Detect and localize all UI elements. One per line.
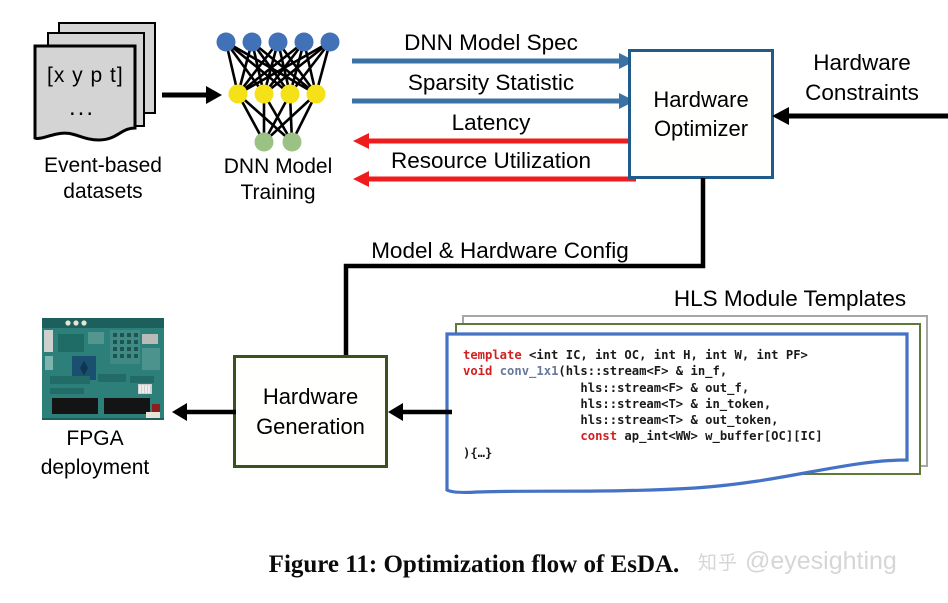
edge-label-hardware-constraints-line2: Constraints <box>805 80 919 105</box>
hls-code-line: hls::stream<F> & out_f, <box>463 380 750 395</box>
watermark: 知乎 @eyesighting <box>698 547 897 576</box>
fpga-board-image <box>42 318 164 420</box>
hls-code-line: ){…} <box>463 445 493 460</box>
hls-code-line: void conv_1x1(hls::stream<F> & in_f, <box>463 364 728 379</box>
hls-code-line: hls::stream<T> & in_token, <box>463 396 772 411</box>
arrow-generation-to-fpga <box>172 403 236 421</box>
arrow-hardware-constraints <box>772 107 948 125</box>
dataset-sheet-shape <box>33 44 137 142</box>
arrow-dataset-to-dnn <box>162 86 222 104</box>
dataset-label-line1: Event-based <box>44 154 162 177</box>
dnn-label-line2: Training <box>240 181 316 204</box>
dataset-sample-text: [x y p t] <box>47 64 124 87</box>
edge-label-sparsity-statistic: Sparsity Statistic <box>407 70 575 95</box>
generation-label-line2: Generation <box>256 413 365 439</box>
event-dataset-group: [x y p t] ... Event-based datasets <box>28 22 178 207</box>
hls-code-line: const ap_int<WW> w_buffer[OC][IC] <box>580 429 823 444</box>
edge-label-resource-utilization: Resource Utilization <box>390 148 592 173</box>
hls-code-line: template <int IC, int OC, int H, int W, … <box>463 348 808 362</box>
edge-label-latency: Latency <box>451 110 531 135</box>
arrow-resource-utilization <box>353 171 636 187</box>
hls-card-front-shape <box>445 332 909 494</box>
edge-label-hardware-constraints-line1: Hardware <box>813 50 911 75</box>
dnn-model-group: DNN Model Training <box>202 26 354 211</box>
generation-label-line1: Hardware <box>262 384 359 410</box>
hls-template-card-front[interactable]: template <int IC, int OC, int H, int W, … <box>445 332 915 497</box>
fpga-label-line2: deployment <box>40 456 150 479</box>
fpga-label-line1: FPGA <box>66 427 124 450</box>
hardware-generation-box[interactable]: Hardware Generation <box>233 355 388 468</box>
edge-label-dnn-model-spec: DNN Model Spec <box>404 30 578 55</box>
arrow-sparsity-statistic <box>352 93 635 109</box>
dataset-label-line2: datasets <box>63 180 143 203</box>
hls-templates-title: HLS Module Templates <box>673 286 907 311</box>
dnn-hidden-nodes <box>228 84 326 104</box>
fpga-group: FPGA deployment <box>30 318 180 498</box>
arrow-dnn-model-spec <box>352 53 635 69</box>
optimizer-label-line1: Hardware <box>653 86 749 112</box>
dnn-network-graphic <box>216 32 340 152</box>
watermark-zhihu-text: 知乎 <box>698 553 739 574</box>
dnn-output-nodes <box>254 132 302 152</box>
hls-code-line: hls::stream<T> & out_token, <box>463 413 779 428</box>
dnn-label-line1: DNN Model <box>223 155 333 178</box>
arrow-templates-to-generation <box>388 403 452 421</box>
dnn-input-nodes <box>216 32 340 52</box>
figure-caption: Figure 11: Optimization flow of EsDA. <box>268 551 680 578</box>
watermark-handle-text: @eyesighting <box>744 547 897 575</box>
dataset-sheet-front: [x y p t] ... <box>33 44 137 144</box>
dataset-ellipsis-text: ... <box>69 94 96 121</box>
arrow-latency <box>353 133 636 149</box>
edge-label-model-hardware-config: Model & Hardware Config <box>371 238 629 263</box>
optimizer-label-line2: Optimizer <box>653 116 749 141</box>
hls-code-block: template <int IC, int OC, int H, int W, … <box>463 347 823 461</box>
hardware-optimizer-box[interactable]: Hardware Optimizer <box>628 49 774 179</box>
